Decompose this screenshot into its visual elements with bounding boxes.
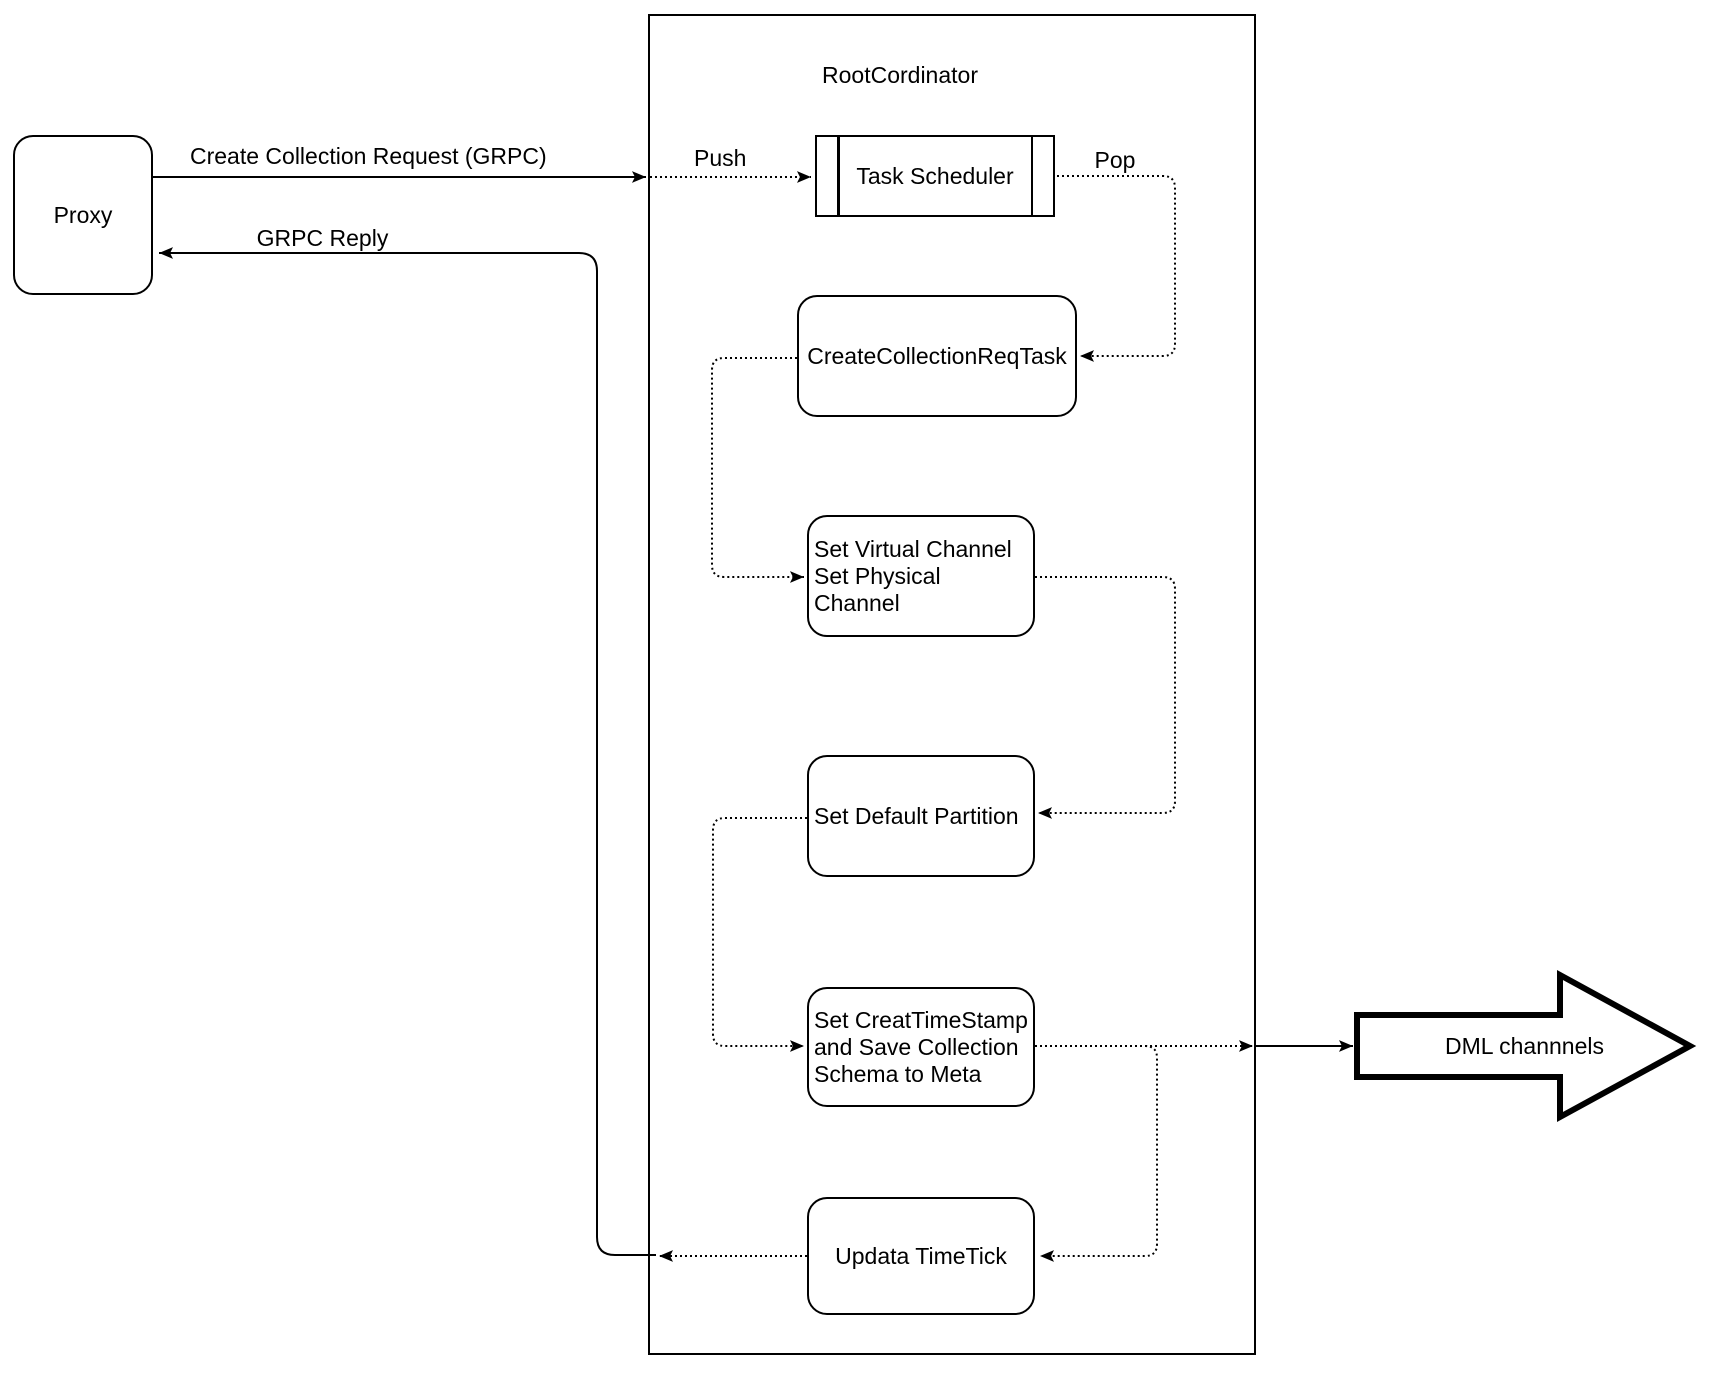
set-virtual-channel-node: Set Virtual Channel Set Physical Channel xyxy=(807,515,1035,637)
proxy-label: Proxy xyxy=(53,201,113,228)
dml-channels-label: DML channnels xyxy=(1445,1033,1604,1059)
proxy-node: Proxy xyxy=(13,135,153,295)
task-scheduler-right-bar xyxy=(1030,137,1033,215)
edge-defaultpartition-to-timestamp xyxy=(712,817,807,1052)
edge-label-pop: Pop xyxy=(1094,147,1136,173)
task-scheduler-label: Task Scheduler xyxy=(856,162,1014,189)
set-default-partition-label: Set Default Partition xyxy=(814,802,1019,829)
updata-timetick-node: Updata TimeTick xyxy=(807,1197,1035,1315)
root-coordinator-title: RootCordinator xyxy=(822,62,978,88)
set-creat-timestamp-node: Set CreatTimeStamp and Save Collection S… xyxy=(807,987,1035,1107)
edge-label-push: Push xyxy=(694,145,747,171)
updata-timetick-label: Updata TimeTick xyxy=(835,1242,1007,1269)
set-creat-timestamp-line3: Schema to Meta xyxy=(814,1060,982,1087)
set-virtual-channel-line2: Set Physical Channel xyxy=(814,562,941,616)
create-collection-req-task-label: CreateCollectionReqTask xyxy=(807,342,1067,369)
root-coordinator-container xyxy=(648,14,1256,1355)
dml-channels-arrow-shape xyxy=(1354,969,1697,1123)
edge-grpc-reply xyxy=(159,247,656,1256)
edge-label-grpc-reply: GRPC Reply xyxy=(256,225,389,251)
edge-pop xyxy=(1057,175,1176,362)
edge-virtualchannel-to-defaultpartition xyxy=(1035,576,1176,819)
edge-label-create-collection-request: Create Collection Request (GRPC) xyxy=(190,143,547,169)
edge-timestamp-to-updatatimetick xyxy=(1040,1045,1158,1262)
set-virtual-channel-line1: Set Virtual Channel xyxy=(814,535,1012,562)
set-creat-timestamp-line1: Set CreatTimeStamp xyxy=(814,1006,1028,1033)
task-scheduler-left-bar xyxy=(837,137,840,215)
set-default-partition-node: Set Default Partition xyxy=(807,755,1035,877)
edge-reqtask-to-virtualchannel xyxy=(711,357,804,583)
task-scheduler-node: Task Scheduler xyxy=(815,135,1055,217)
create-collection-req-task-node: CreateCollectionReqTask xyxy=(797,295,1077,417)
set-creat-timestamp-line2: and Save Collection xyxy=(814,1033,1019,1060)
